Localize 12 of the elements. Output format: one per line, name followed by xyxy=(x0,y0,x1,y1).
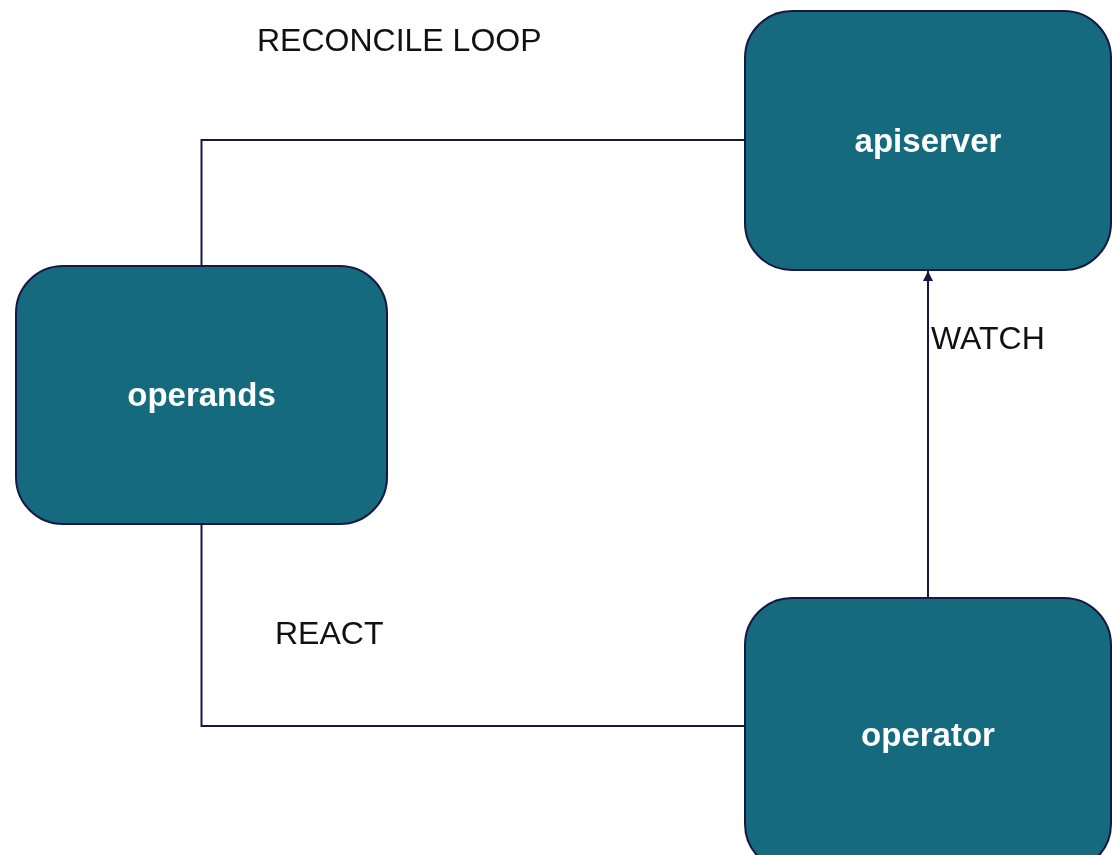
process-box xyxy=(744,597,1112,855)
arrow xyxy=(923,270,933,598)
annotation-text: RECONCILE LOOP xyxy=(257,22,542,59)
process-box xyxy=(744,10,1112,271)
connector-line xyxy=(200,524,745,727)
edge-label: WATCH xyxy=(931,320,1045,357)
process-box xyxy=(15,265,388,525)
node-label: operands xyxy=(127,376,276,414)
node-label: operator xyxy=(861,715,995,754)
node-label: apiserver xyxy=(854,121,1002,160)
connector-line xyxy=(200,139,745,266)
annotation-text: REACT xyxy=(275,615,384,652)
